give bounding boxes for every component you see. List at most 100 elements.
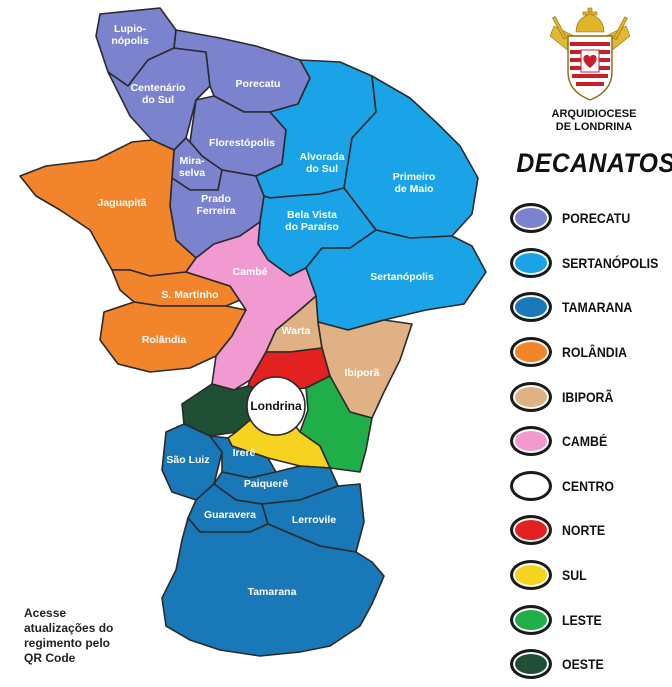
region-label-line: Porecatu [236, 78, 281, 90]
region-leste [299, 375, 373, 473]
region-label-line: do Sul [306, 163, 338, 175]
region-label-warta: Warta [282, 325, 311, 337]
legend-label: IBIPORÃ [562, 388, 614, 405]
legend-item-oeste: OESTE [510, 642, 672, 687]
region-label-line: Londrina [250, 399, 302, 413]
region-centenario [107, 47, 211, 151]
region-label-line: do Sul [142, 94, 174, 106]
legend-label: CAMBÉ [562, 433, 608, 450]
legend-title: DECANATOS [516, 148, 672, 178]
region-label-line: do Paraíso [285, 221, 339, 233]
region-jaguapita [19, 139, 197, 277]
region-label-line: Rolândia [142, 334, 186, 346]
legend-swatch [510, 337, 552, 368]
region-label-line: Lerrovile [292, 514, 337, 526]
region-centro [246, 376, 306, 436]
organization-name: ARQUIDIOCESE DE LONDRINA [522, 108, 666, 134]
region-label-paiquere: Paiquerê [244, 478, 289, 490]
legend-item-tamarana: TAMARANA [510, 285, 672, 330]
legend-swatch [510, 649, 552, 680]
archdiocese-crest-icon [549, 7, 631, 101]
region-label-irere: Irerê [233, 447, 256, 459]
legend-swatch [510, 426, 552, 457]
region-label-line: Florestópolis [209, 137, 275, 149]
region-label-line: nópolis [111, 35, 148, 47]
region-label-cambe_city: Cambé [232, 266, 267, 278]
region-label-line: S. Martinho [161, 289, 218, 301]
legend-label: OESTE [562, 656, 604, 673]
region-label-line: Cambé [232, 266, 267, 278]
legend-swatch [510, 247, 552, 278]
region-label-rolandia_city: Rolândia [142, 334, 186, 346]
region-label-lupionopolis: Lupio-nópolis [111, 23, 148, 47]
region-label-smartinho: S. Martinho [161, 289, 218, 301]
legend-swatch [510, 604, 552, 635]
legend: PORECATU SERTANÓPOLIS TAMARANA ROLÂNDIA … [510, 196, 672, 687]
legend-swatch [510, 292, 552, 323]
legend-label: PORECATU [562, 210, 631, 227]
legend-label: ROLÂNDIA [562, 344, 628, 361]
organization-line-1: ARQUIDIOCESE [551, 108, 637, 120]
legend-item-cambe: CAMBÉ [510, 419, 672, 464]
note-line-2: atualizações do [24, 621, 114, 635]
region-label-line: Primeiro [393, 171, 436, 183]
legend-label: NORTE [562, 522, 606, 539]
region-tamarana_city [161, 517, 385, 657]
legend-swatch [510, 203, 552, 234]
region-label-lerrovile: Lerrovile [292, 514, 337, 526]
region-label-ibipora_city: Ibiporã [344, 367, 379, 379]
region-label-miraselva: Mira-selva [179, 155, 205, 179]
legend-swatch [510, 470, 552, 501]
region-label-jaguapita: Jaguapitã [97, 197, 146, 209]
legend-swatch [510, 381, 552, 412]
legend-item-norte: NORTE [510, 508, 672, 553]
region-rolandia_city [99, 301, 247, 373]
region-label-centro: Londrina [250, 399, 302, 413]
legend-item-centro: CENTRO [510, 464, 672, 509]
region-label-line: Mira- [179, 155, 205, 167]
legend-label: SERTANÓPOLIS [562, 254, 659, 271]
region-label-guaravera: Guaravera [204, 509, 256, 521]
legend-item-rolandia: ROLÂNDIA [510, 330, 672, 375]
legend-label: CENTRO [562, 477, 615, 494]
note-line-3: regimento pelo [24, 636, 111, 650]
legend-label: TAMARANA [562, 299, 633, 316]
note-line-1: Acesse [24, 606, 67, 620]
region-label-sertanopolis_city: Sertanópolis [370, 271, 434, 283]
region-label-line: Guaravera [204, 509, 256, 521]
region-label-florestopolis: Florestópolis [209, 137, 275, 149]
organization-line-2: DE LONDRINA [555, 121, 633, 133]
region-label-line: Prado [201, 193, 231, 205]
region-label-line: Alvorada [300, 151, 345, 163]
region-label-line: Ferreira [196, 205, 235, 217]
legend-label: LESTE [562, 611, 602, 628]
region-label-line: Lupio- [114, 23, 147, 35]
region-label-line: selva [179, 167, 205, 179]
qr-code-note: Acesse atualizações do regimento pelo QR… [24, 606, 174, 666]
region-label-tamarana_city: Tamarana [248, 586, 297, 598]
region-label-line: Irerê [233, 447, 256, 459]
legend-item-ibipora: IBIPORÃ [510, 374, 672, 419]
region-label-line: Warta [282, 325, 311, 337]
region-label-line: Bela Vista [287, 209, 337, 221]
legend-swatch [510, 560, 552, 591]
legend-item-porecatu: PORECATU [510, 196, 672, 241]
legend-item-sul: SUL [510, 553, 672, 598]
note-line-4: QR Code [24, 651, 76, 665]
region-label-line: São Luiz [166, 454, 209, 466]
legend-swatch [510, 515, 552, 546]
legend-label: SUL [562, 567, 587, 584]
legend-item-leste: LESTE [510, 597, 672, 642]
region-label-line: Tamarana [248, 586, 297, 598]
region-label-line: Centenário [131, 82, 186, 94]
legend-item-sertanopolis: SERTANÓPOLIS [510, 241, 672, 286]
region-label-line: Sertanópolis [370, 271, 434, 283]
region-label-line: de Maio [394, 183, 433, 195]
region-label-saoluiz: São Luiz [166, 454, 209, 466]
